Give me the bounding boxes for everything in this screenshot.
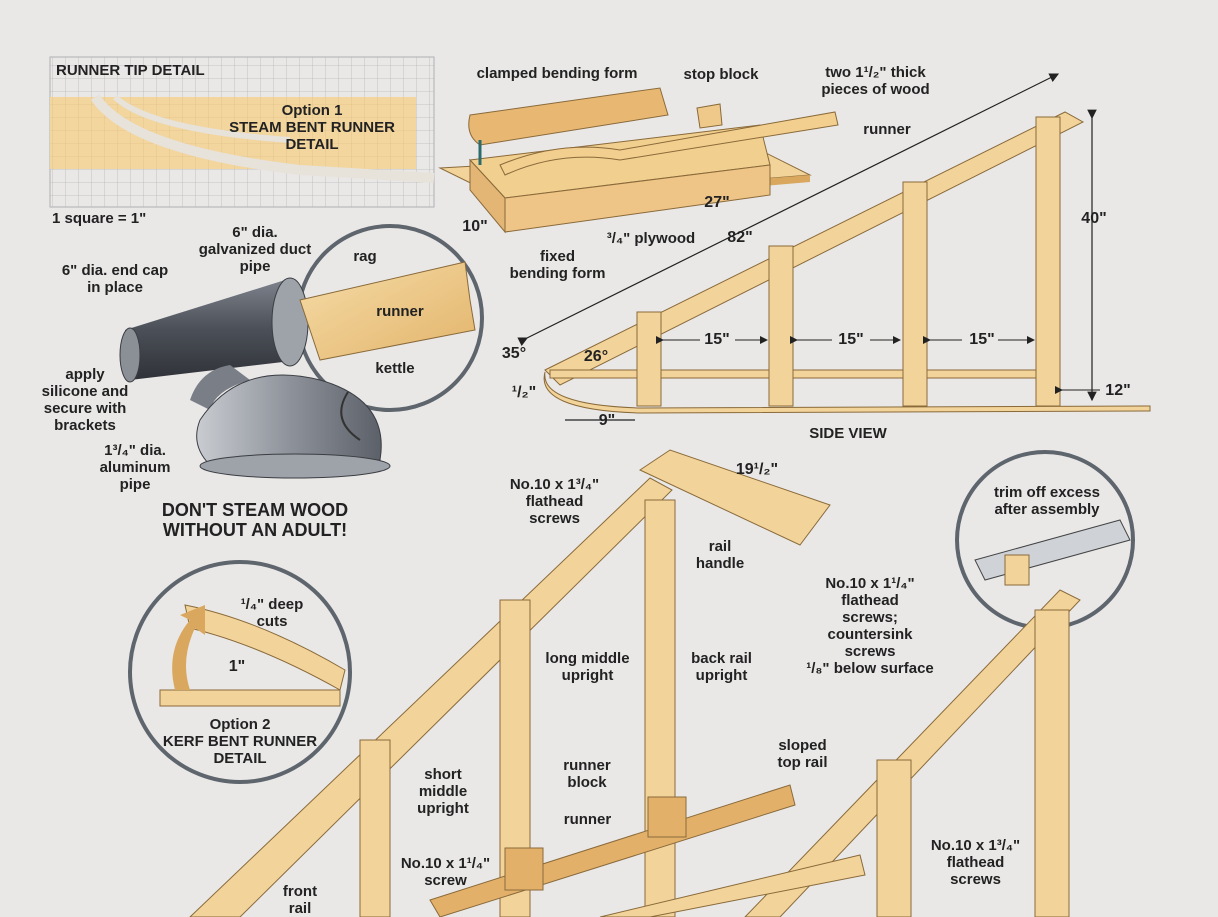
- back-rail-upright-label: back rail upright: [691, 650, 752, 684]
- duct-pipe-label: 6" dia. galvanized duct pipe: [198, 224, 312, 275]
- kerf-detail-drawing: [128, 560, 352, 784]
- dim-27-label: 27": [704, 194, 730, 211]
- dim-15c-label: 15": [969, 331, 995, 348]
- silicone-label: apply silicone and secure with brackets: [41, 366, 129, 434]
- short-middle-upright-label: short middle upright: [417, 766, 469, 817]
- dim-half-label: ¹/₂": [511, 384, 537, 401]
- clamped-form-label: clamped bending form: [476, 65, 638, 82]
- end-cap-label: 6" dia. end cap in place: [61, 262, 169, 296]
- dim-15b-label: 15": [838, 331, 864, 348]
- stop-block-label: stop block: [683, 66, 759, 83]
- steam-bent-title: Option 1 STEAM BENT RUNNER DETAIL: [229, 102, 395, 153]
- dim-40-label: 40": [1081, 210, 1107, 227]
- steamer-drawing: [119, 224, 484, 479]
- fixed-form-label: fixed bending form: [509, 248, 606, 282]
- runner-tip-grid: [49, 56, 435, 208]
- sloped-top-rail-label: sloped top rail: [777, 737, 828, 771]
- right-screws-label: No.10 x 1³/₄" flathead screws: [930, 837, 1021, 888]
- small-screw-label: No.10 x 1¹/₄" screw: [400, 855, 491, 889]
- form-runner-label: runner: [863, 121, 911, 138]
- dim-12-label: 12": [1105, 382, 1131, 399]
- steam-warning: DON'T STEAM WOOD WITHOUT AN ADULT!: [161, 500, 349, 540]
- deep-cuts-label: ¹/₄" deep cuts: [240, 596, 304, 630]
- steam-runner-label: runner: [376, 303, 424, 320]
- long-middle-upright-label: long middle upright: [545, 650, 630, 684]
- kerf-spacing-label: 1": [228, 658, 246, 675]
- side-view-drawing: [517, 73, 1151, 421]
- countersink-screws-label: No.10 x 1¹/₄" flathead screws; countersi…: [806, 575, 934, 677]
- dim-82-label: 82": [727, 229, 753, 246]
- dim-10-label: 10": [462, 218, 488, 235]
- dim-9-label: 9": [598, 412, 616, 429]
- angle-26-label: 26°: [583, 348, 609, 365]
- scale-note: 1 square = 1": [52, 210, 147, 227]
- plywood-label: ³/₄" plywood: [606, 230, 696, 247]
- two-pieces-label: two 1¹/₂" thick pieces of wood: [821, 64, 930, 98]
- assembly-drawing: [189, 449, 1081, 917]
- kerf-title: Option 2 KERF BENT RUNNER DETAIL: [162, 716, 318, 767]
- runner-block-label: runner block: [563, 757, 611, 791]
- runner-tip-title: RUNNER TIP DETAIL: [56, 62, 205, 79]
- trim-excess-label: trim off excess after assembly: [994, 484, 1100, 518]
- rail-handle-label: rail handle: [695, 538, 745, 572]
- rag-label: rag: [353, 248, 377, 265]
- angle-35-label: 35°: [501, 345, 527, 362]
- side-view-title: SIDE VIEW: [809, 425, 887, 442]
- bending-form-drawing: [438, 87, 839, 234]
- kettle-label: kettle: [375, 360, 415, 377]
- front-rail-label: front rail: [282, 883, 318, 917]
- dim-15a-label: 15": [704, 331, 730, 348]
- dim-19-label: 19¹/₂": [735, 461, 779, 478]
- trim-detail-drawing: [955, 450, 1135, 630]
- aluminum-pipe-label: 1³/₄" dia. aluminum pipe: [99, 442, 171, 493]
- assembly-runner-label: runner: [563, 811, 612, 828]
- top-screws-label: No.10 x 1³/₄" flathead screws: [509, 476, 600, 527]
